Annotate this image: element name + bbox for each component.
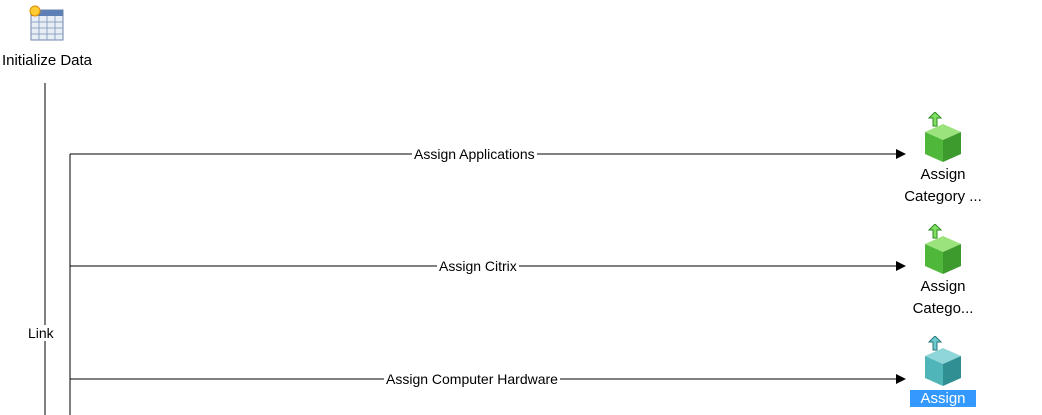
- table-icon: [29, 5, 64, 41]
- target-node-1-line1: Assign: [920, 166, 966, 183]
- green-upload-box-icon: [925, 112, 961, 162]
- teal-upload-box-icon: [925, 336, 961, 386]
- branch-label-1: Assign Applications: [412, 146, 537, 162]
- trunk-label: Link: [26, 325, 56, 341]
- arrowhead-icon: [896, 261, 906, 271]
- target-node-3-line1: Assign: [910, 390, 976, 407]
- start-node-label: Initialize Data: [1, 52, 93, 69]
- target-node-3[interactable]: Assign: [893, 336, 993, 410]
- branch-label-3: Assign Computer Hardware: [384, 371, 560, 387]
- target-node-1[interactable]: Assign Category ...: [893, 112, 993, 208]
- target-node-2-line1: Assign: [920, 278, 966, 295]
- branch-label-2: Assign Citrix: [437, 258, 519, 274]
- arrowhead-icon: [896, 374, 906, 384]
- arrowhead-icon: [896, 149, 906, 159]
- green-upload-box-icon: [925, 224, 961, 274]
- start-node[interactable]: Initialize Data: [0, 4, 102, 72]
- target-node-2-line2: Catego...: [912, 300, 974, 317]
- target-node-2[interactable]: Assign Catego...: [893, 224, 993, 320]
- target-node-1-line2: Category ...: [904, 188, 982, 205]
